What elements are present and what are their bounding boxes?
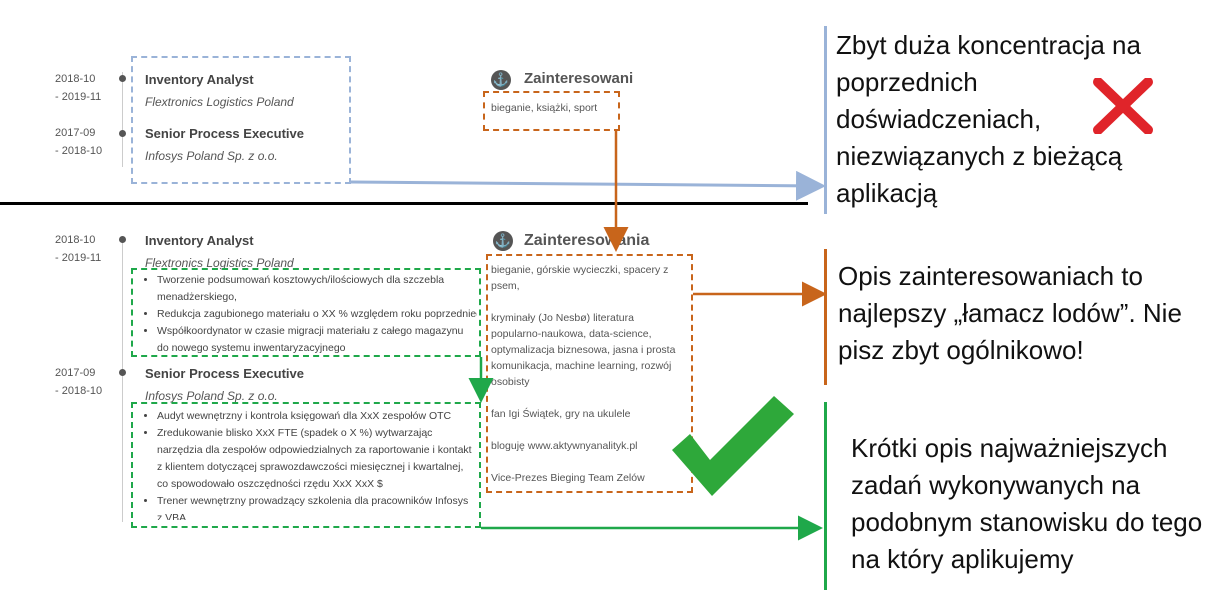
arrow-blue (350, 170, 826, 201)
job-company: Infosys Poland Sp. z o.o. (145, 149, 278, 163)
timeline-dot (119, 236, 126, 243)
job-date: 2017-09 - 2018-10 (55, 127, 103, 157)
highlight-box-bullets-1 (131, 268, 481, 357)
job-title: Inventory Analyst (145, 233, 254, 248)
interests-paragraph: fan Igi Świątek, gry na ukulele (491, 408, 631, 420)
anchor-icon: ⚓ (493, 231, 513, 251)
anchor-icon: ⚓ (491, 70, 511, 90)
interests-paragraph: kryminały (Jo Nesbø) literatura popularn… (491, 312, 676, 388)
note-bar-orange (824, 249, 827, 385)
note-bar-blue (824, 26, 827, 214)
note-good: Krótki opis najważniejszych zadań wykony… (851, 433, 1203, 574)
note-bar-green (824, 402, 827, 590)
list-item: Audyt wewnętrzny i kontrola księgowań dl… (157, 408, 475, 425)
job-date: 2018-10 - 2019-11 (55, 234, 102, 264)
interests-paragraph: bieganie, górskie wycieczki, spacery z p… (491, 264, 669, 292)
job-title: Inventory Analyst (145, 72, 254, 87)
list-item: Trener wewnętrzny prowadzący szkolenia d… (157, 493, 475, 520)
divider-line (0, 202, 808, 205)
timeline-dot (119, 369, 126, 376)
list-item: Redukcja zagubionego materiału o XX % wz… (157, 306, 477, 323)
interests-list: bieganie, górskie wycieczki, spacery z p… (491, 262, 683, 486)
job-bullets: Audyt wewnętrzny i kontrola księgowań dl… (141, 408, 475, 520)
job-company: Flextronics Logistics Poland (145, 95, 294, 109)
job-title: Senior Process Executive (145, 366, 304, 381)
list-item: Współkoordynator w czasie migracji mater… (157, 323, 477, 356)
interests-paragraph: bloguję www.aktywnyanalityk.pl (491, 440, 638, 452)
job-bullets: Tworzenie podsumowań kosztowych/ilościow… (141, 272, 477, 356)
interests-paragraph: Vice-Prezes Bieging Team Zelów (491, 472, 645, 484)
red-cross-icon (1093, 78, 1153, 134)
timeline-line (122, 72, 123, 167)
timeline-dot (119, 75, 126, 82)
green-check-icon (672, 396, 794, 496)
highlight-box-bullets-2 (131, 402, 481, 528)
timeline-line (122, 242, 123, 522)
job-date: 2018-10 - 2019-11 (55, 73, 102, 103)
highlight-box-old-jobs (131, 56, 351, 184)
job-company: Infosys Poland Sp. z o.o. (145, 389, 278, 403)
highlight-box-interests-short (483, 91, 620, 131)
list-item: Zredukowanie blisko XxX FTE (spadek o X … (157, 425, 475, 493)
highlight-box-interests-full (486, 254, 693, 493)
interests-text: bieganie, książki, sport (491, 102, 598, 114)
note-bad: Zbyt duża koncentracja na poprzednich do… (836, 30, 1141, 208)
job-company: Flextronics Logistics Poland (145, 256, 294, 270)
job-title: Senior Process Executive (145, 126, 304, 141)
note-interests: Opis zainteresowaniach to najlepszy „łam… (838, 261, 1182, 365)
timeline-dot (119, 130, 126, 137)
job-date: 2017-09 - 2018-10 (55, 367, 103, 397)
list-item: Tworzenie podsumowań kosztowych/ilościow… (157, 272, 477, 306)
interests-heading: Zainteresowani (524, 70, 634, 87)
